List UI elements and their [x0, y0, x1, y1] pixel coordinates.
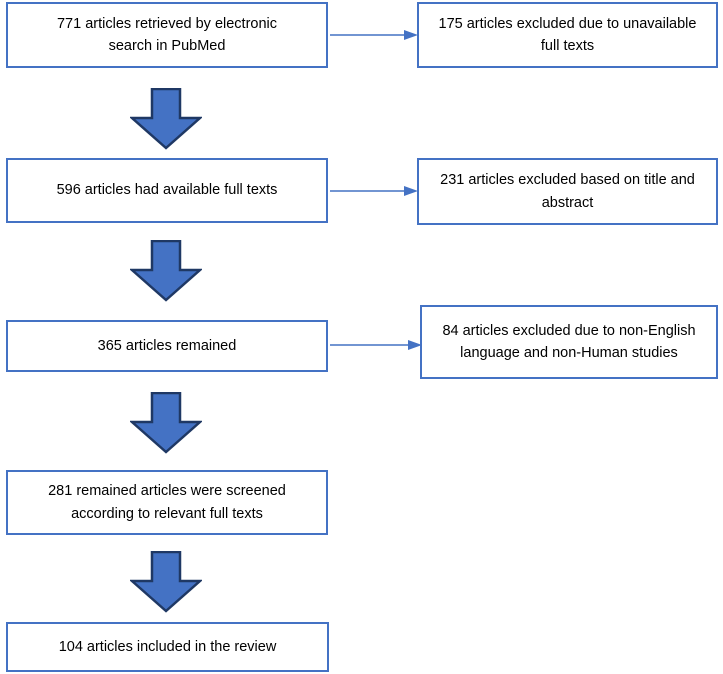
flow-node-excluded-unavailable-line-1: 175 articles excluded due to unavailable [438, 15, 697, 32]
flow-node-excluded-title-abstract-line-1: 231 articles excluded based on title and [440, 172, 695, 189]
flow-node-remained-line-1: 365 articles remained [97, 337, 237, 354]
down-arrow-icon [130, 88, 202, 150]
flow-node-excluded-language-species-line-2: language and non-Human studies [460, 345, 678, 361]
flow-node-excluded-language-species-line-1: 84 articles excluded due to non-English [442, 322, 696, 339]
flow-node-available-full-texts: 596 articles had available full texts [6, 158, 328, 223]
down-arrow-icon [130, 392, 202, 454]
flow-node-excluded-title-abstract-line-2: abstract [541, 194, 594, 211]
flow-node-excluded-title-abstract: 231 articles excluded based on title and… [417, 158, 718, 225]
flow-node-screened: 281 remained articles were screened acco… [6, 470, 328, 535]
flow-node-excluded-language-species: 84 articles excluded due to non-English … [420, 305, 718, 379]
flow-node-excluded-unavailable-line-2: full texts [540, 38, 595, 54]
flow-node-retrieved-line-1: 771 articles retrieved by electronic [56, 15, 278, 32]
flow-node-retrieved: 771 articles retrieved by electronic sea… [6, 2, 328, 68]
flow-node-excluded-unavailable: 175 articles excluded due to unavailable… [417, 2, 718, 68]
flow-node-retrieved-line-2: search in PubMed [108, 38, 226, 54]
flow-node-included-line-1: 104 articles included in the review [58, 638, 277, 655]
flow-node-remained: 365 articles remained [6, 320, 328, 372]
flow-node-screened-line-1: 281 remained articles were screened [48, 483, 286, 500]
flow-node-available-full-texts-line-1: 596 articles had available full texts [56, 182, 278, 199]
flow-node-screened-line-2: according to relevant full texts [71, 505, 263, 522]
right-arrow-connector-icon [330, 30, 418, 40]
down-arrow-icon [130, 240, 202, 302]
right-arrow-connector-icon [330, 340, 422, 350]
down-arrow-icon [130, 551, 202, 613]
flow-node-included: 104 articles included in the review [6, 622, 329, 672]
right-arrow-connector-icon [330, 186, 418, 196]
